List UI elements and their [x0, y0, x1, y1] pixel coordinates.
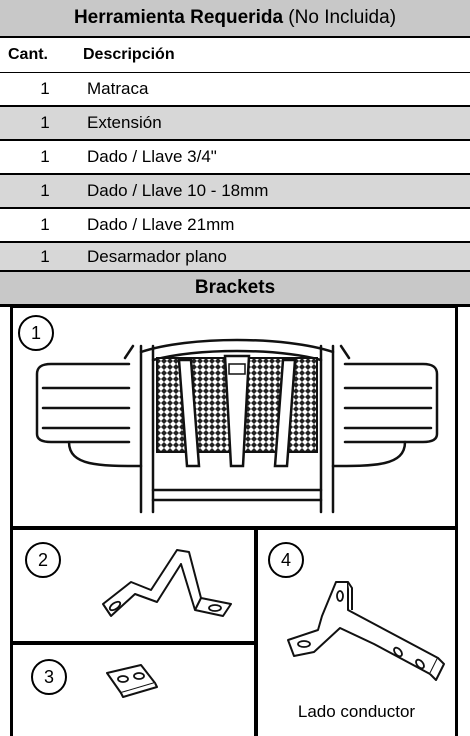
tools-title-note: (No Incluida) — [283, 7, 397, 28]
table-row: 1 Extensión — [0, 107, 470, 141]
bracket-panel-1: 1 — [10, 305, 458, 529]
row-desc: Matraca — [87, 79, 149, 98]
row-desc: Dado / Llave 21mm — [87, 215, 235, 234]
table-row: 1 Desarmador plano — [0, 243, 470, 270]
row-qty: 1 — [40, 79, 50, 98]
bracket-4-caption: Lado conductor — [297, 702, 416, 721]
callout-3: 3 — [31, 659, 67, 695]
table-row: 1 Dado / Llave 21mm — [0, 209, 470, 243]
bracket-panel-2: 2 — [10, 527, 257, 644]
col-qty-header: Cant. — [8, 46, 48, 63]
row-qty: 1 — [40, 215, 50, 234]
bracket-3-illustration — [106, 664, 158, 698]
callout-4: 4 — [268, 542, 304, 578]
row-desc: Dado / Llave 10 - 18mm — [87, 181, 269, 200]
row-qty: 1 — [40, 147, 50, 166]
tools-title-main: Herramienta Requerida — [73, 7, 284, 28]
bracket-panel-3: 3 — [10, 642, 257, 736]
row-qty: 1 — [40, 247, 50, 266]
table-row: 1 Dado / Llave 10 - 18mm — [0, 175, 470, 209]
callout-1: 1 — [18, 315, 54, 351]
tools-table-title: Herramienta Requerida (No Incluida) — [0, 0, 470, 38]
table-row: 1 Dado / Llave 3/4" — [0, 141, 470, 175]
callout-2: 2 — [25, 542, 61, 578]
row-qty: 1 — [40, 113, 50, 132]
grille-guard-illustration — [35, 338, 439, 514]
bracket-panel-4: 4 Lado conductor — [255, 527, 458, 736]
brackets-title: Brackets — [0, 270, 470, 307]
table-row: 1 Matraca — [0, 73, 470, 107]
bracket-4-illustration — [287, 581, 445, 681]
tools-column-header: Cant. Descripción — [0, 38, 470, 73]
row-desc: Desarmador plano — [87, 247, 227, 266]
col-desc-header: Descripción — [83, 46, 175, 63]
row-qty: 1 — [40, 181, 50, 200]
bracket-2-illustration — [102, 549, 232, 617]
row-desc: Dado / Llave 3/4" — [87, 147, 217, 166]
row-desc: Extensión — [87, 113, 162, 132]
